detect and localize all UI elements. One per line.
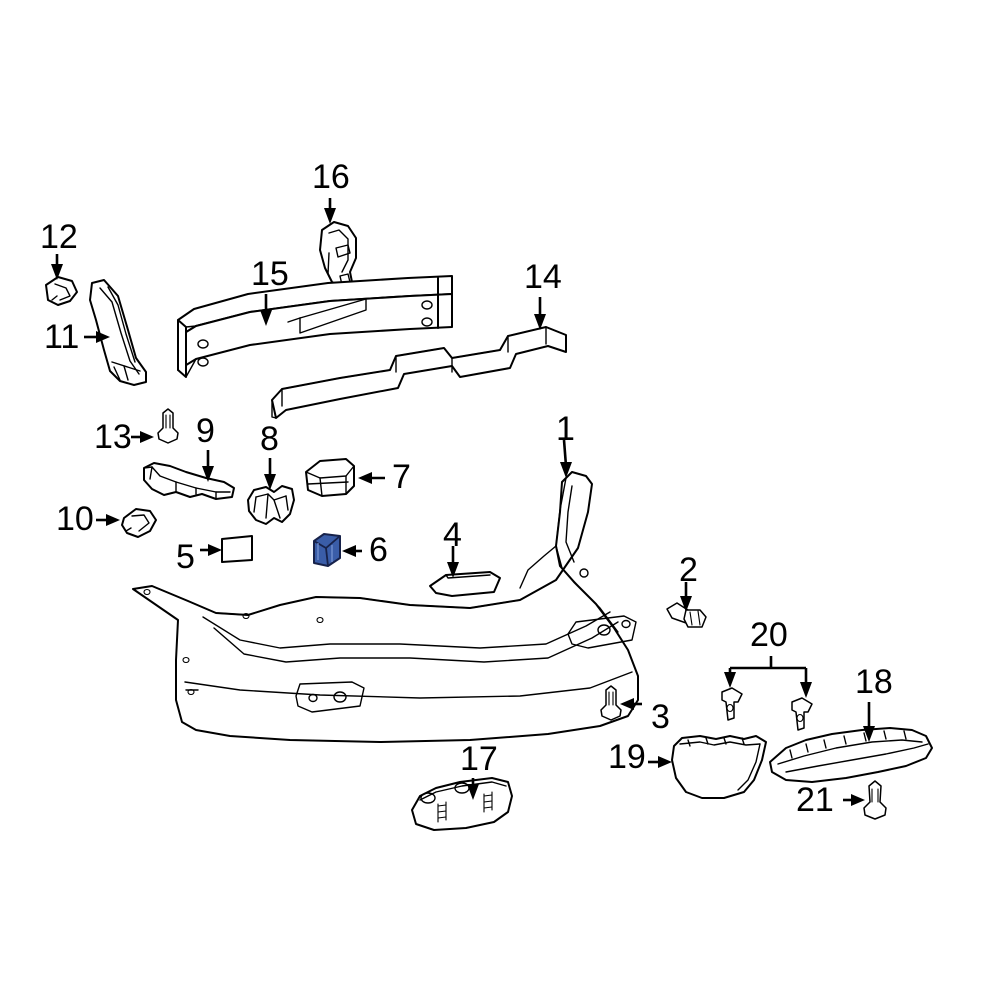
callout-label-18: 18 xyxy=(855,663,893,701)
leader-11 xyxy=(84,331,110,343)
part-1-rear-bumper-cover xyxy=(132,471,639,743)
callout-label-12: 12 xyxy=(40,218,78,256)
leader-5 xyxy=(200,544,222,556)
callout-label-21: 21 xyxy=(796,781,834,819)
part-9-bumper-side-retainer xyxy=(143,462,235,500)
callout-label-6: 6 xyxy=(369,531,388,569)
callout-label-3: 3 xyxy=(651,698,670,736)
callout-label-16: 16 xyxy=(312,158,350,196)
callout-label-1: 1 xyxy=(556,410,575,448)
leader-3 xyxy=(620,698,642,710)
leader-21 xyxy=(843,794,865,806)
part-13-push-pin-clip xyxy=(157,408,179,444)
part-18-lower-valance-right xyxy=(769,727,933,783)
part-20-valance-push-pin-left xyxy=(721,687,743,721)
leader-17 xyxy=(467,778,479,800)
callout-label-14: 14 xyxy=(524,258,562,296)
part-5-emblem-plate xyxy=(221,535,253,563)
part-4-tow-hook-cover xyxy=(429,571,501,597)
part-2-bumper-bolt xyxy=(666,602,707,628)
part-8-side-retainer-bracket xyxy=(247,485,295,525)
callout-label-15: 15 xyxy=(251,255,289,293)
callout-label-13: 13 xyxy=(94,418,132,456)
part-14-energy-absorber xyxy=(271,326,567,419)
part-16-impact-bracket xyxy=(319,221,357,289)
callout-label-2: 2 xyxy=(679,551,698,589)
part-10-bumper-clip-nut xyxy=(121,508,157,538)
part-7-side-support-bracket-right xyxy=(305,458,355,497)
part-11-side-mounting-bracket-left xyxy=(89,279,147,386)
leader-6 xyxy=(342,545,362,557)
leader-19 xyxy=(648,756,672,768)
part-15-bumper-reinforcement-beam xyxy=(177,275,453,378)
callout-label-17: 17 xyxy=(460,740,498,778)
callout-label-4: 4 xyxy=(443,516,462,554)
part-12-bracket-clip xyxy=(45,276,78,306)
callout-label-5: 5 xyxy=(176,538,195,576)
leader-4 xyxy=(447,546,459,578)
callout-label-9: 9 xyxy=(196,412,215,450)
leader-13 xyxy=(131,431,154,443)
part-17-rear-reflector xyxy=(411,777,513,831)
leader-15 xyxy=(260,294,272,326)
leader-18 xyxy=(863,702,875,742)
leader-1 xyxy=(560,439,572,478)
part-19-lower-valance-left xyxy=(671,735,767,799)
callout-label-11: 11 xyxy=(44,318,80,356)
callout-label-10: 10 xyxy=(56,500,94,538)
leader-2 xyxy=(680,582,692,612)
part-6-parking-sensor-retainer xyxy=(313,533,341,567)
part-3-push-pin-clip-lower xyxy=(600,685,622,721)
part-21-valance-clip xyxy=(863,780,887,820)
callout-label-7: 7 xyxy=(392,458,411,496)
part-20-valance-push-pin-right xyxy=(791,697,813,731)
leader-9 xyxy=(202,450,214,482)
callout-label-8: 8 xyxy=(260,420,279,458)
leader-12 xyxy=(51,254,63,280)
leader-10 xyxy=(96,514,120,526)
leader-14 xyxy=(534,297,546,330)
leader-8 xyxy=(264,458,276,490)
leader-20 xyxy=(724,656,812,698)
leader-7 xyxy=(358,472,385,484)
leader-16 xyxy=(324,198,336,224)
callout-label-20: 20 xyxy=(750,616,788,654)
callout-label-19: 19 xyxy=(608,738,646,776)
